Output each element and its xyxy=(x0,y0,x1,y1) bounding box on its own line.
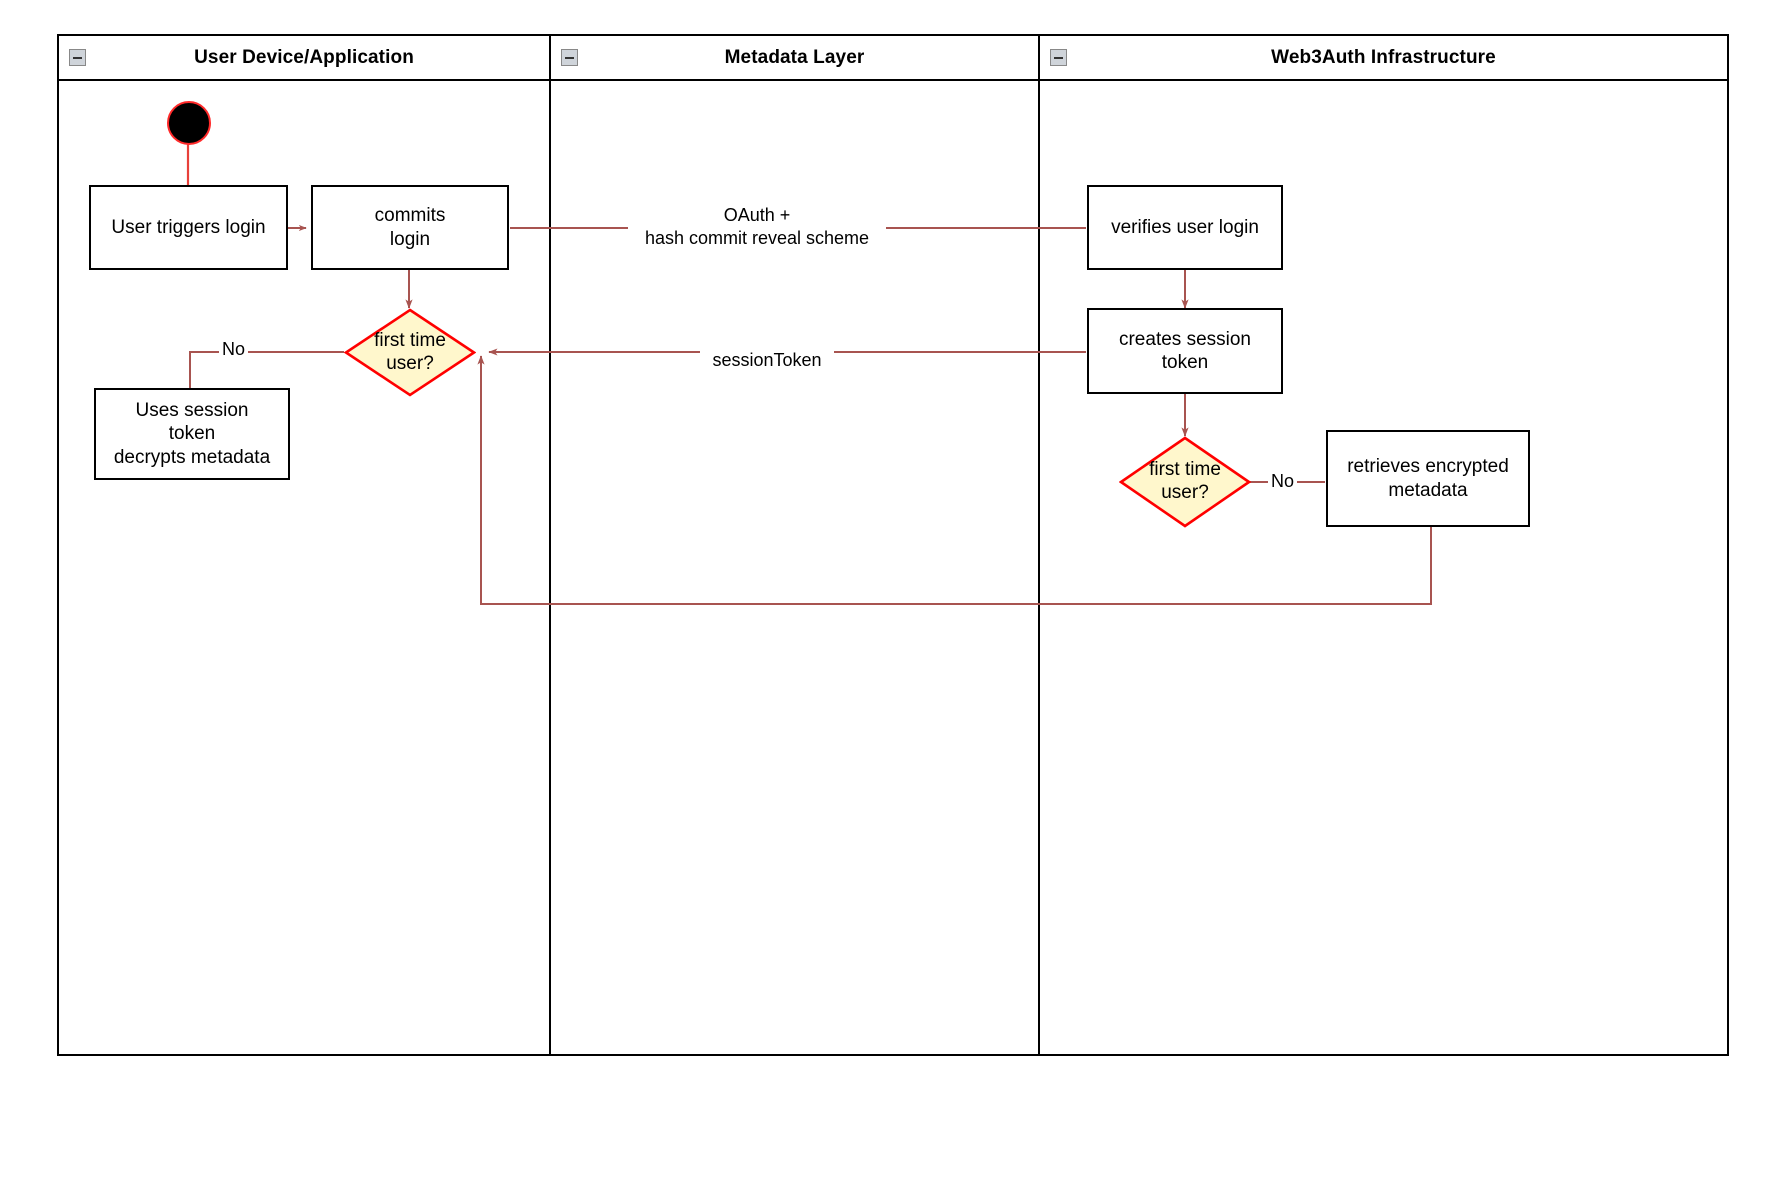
lane-web3auth-label: Web3Auth Infrastructure xyxy=(1271,46,1496,68)
edge-label-session-token: sessionToken xyxy=(700,349,834,372)
activity-verifies-user-login-label: verifies user login xyxy=(1111,216,1259,238)
activity-uses-session-token-line1: Uses session xyxy=(135,400,249,422)
lane-divider-2 xyxy=(1038,36,1040,1054)
lane-user-device-header: User Device/Application xyxy=(59,36,549,81)
edge-label-oauth: OAuth + hash commit reveal scheme xyxy=(628,204,886,249)
decision-first-time-user-right[interactable]: first time user? xyxy=(1119,436,1251,528)
activity-retrieves-encrypted-metadata[interactable]: retrieves encrypted metadata xyxy=(1326,430,1530,527)
edge-label-no-right: No xyxy=(1268,470,1298,493)
collapse-minus-icon[interactable] xyxy=(1050,49,1067,66)
decision-first-time-user-right-line1: first time xyxy=(1149,459,1221,481)
activity-creates-session-token-line2: token xyxy=(1161,352,1209,373)
lane-web3auth-header: Web3Auth Infrastructure xyxy=(1040,36,1727,81)
lane-divider-1 xyxy=(549,36,551,1054)
activity-retrieves-encrypted-metadata-line2: metadata xyxy=(1388,479,1468,501)
activity-commits-login[interactable]: commits login xyxy=(311,185,509,270)
activity-uses-session-token[interactable]: Uses session token decrypts metadata xyxy=(94,388,290,480)
decision-first-time-user-left[interactable]: first time user? xyxy=(344,308,476,397)
activity-uses-session-token-line3: decrypts metadata xyxy=(113,446,271,468)
activity-verifies-user-login[interactable]: verifies user login xyxy=(1087,185,1283,270)
decision-first-time-user-right-line2: user? xyxy=(1161,482,1209,503)
decision-first-time-user-left-line1: first time xyxy=(374,329,446,351)
collapse-minus-icon[interactable] xyxy=(561,49,578,66)
initial-node xyxy=(167,101,211,145)
activity-commits-login-line1: commits xyxy=(374,205,446,227)
edge-label-oauth-line2: hash commit reveal scheme xyxy=(644,227,870,248)
decision-first-time-user-left-line2: user? xyxy=(386,352,434,374)
edge-label-oauth-line1: OAuth + xyxy=(723,205,791,225)
lane-metadata-header: Metadata Layer xyxy=(551,36,1038,81)
edge-label-no-left: No xyxy=(219,338,249,361)
collapse-minus-icon[interactable] xyxy=(69,49,86,66)
lane-metadata-label: Metadata Layer xyxy=(724,46,865,68)
activity-user-triggers-login[interactable]: User triggers login xyxy=(89,185,288,270)
activity-commits-login-line2: login xyxy=(389,228,431,250)
lane-user-device-label: User Device/Application xyxy=(194,46,414,68)
activity-creates-session-token[interactable]: creates session token xyxy=(1087,308,1283,394)
activity-retrieves-encrypted-metadata-line1: retrieves encrypted xyxy=(1347,456,1509,478)
lane-metadata: Metadata Layer xyxy=(551,36,1038,1054)
activity-creates-session-token-line1: creates session xyxy=(1118,328,1251,350)
activity-uses-session-token-line2: token xyxy=(168,423,216,445)
activity-user-triggers-login-label: User triggers login xyxy=(111,216,266,238)
